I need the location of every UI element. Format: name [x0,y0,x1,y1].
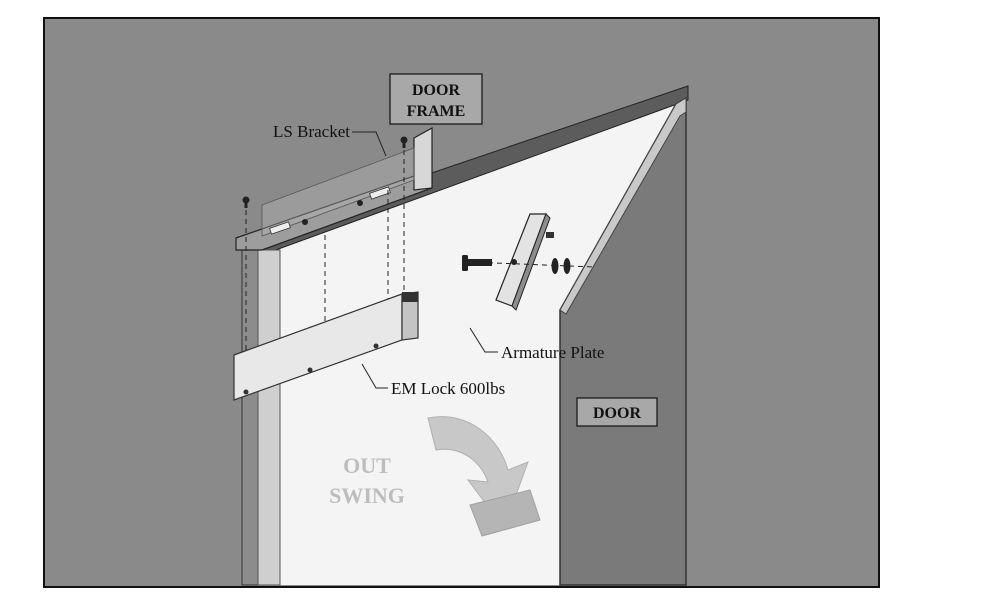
leader-em-lock [361,363,388,389]
em-lock-hole [307,367,313,373]
ls-bracket-upright [413,126,433,191]
em-lock-end-cap [402,292,418,302]
out-swing-label-line1: OUT [343,453,391,478]
ls-bracket-label: LS Bracket [273,122,350,141]
screw-left [242,196,250,208]
door-frame-label-line1: DOOR [412,82,460,99]
door-frame-label-box [389,73,483,125]
ls-bracket-slot [269,221,291,235]
em-lock-label: EM Lock 600lbs [391,379,505,398]
mounting-bolt [462,255,492,271]
ls-bracket-hole [357,200,363,206]
door-frame-left-jamb-face [257,249,281,586]
out-swing-label-line2: SWING [329,483,405,508]
leader-ls-bracket [352,131,387,157]
door-frame-label-line2: FRAME [407,103,466,120]
washer [551,258,559,274]
ls-bracket-hole [302,219,308,225]
armature-pin [546,232,554,238]
door-panel-edge [559,97,687,315]
ls-bracket-slot [369,186,391,200]
armature-plate-label: Armature Plate [501,343,604,362]
door-label: DOOR [593,405,641,422]
washer [563,258,571,274]
ls-bracket-face [261,147,415,237]
armature-plate-side [511,213,551,311]
em-lock-hole [373,343,379,349]
swing-arrow-base [469,489,541,537]
door-label-box [576,397,658,427]
em-lock-hole [243,389,249,395]
screw-right [400,136,408,148]
leader-armature-plate [469,327,498,353]
